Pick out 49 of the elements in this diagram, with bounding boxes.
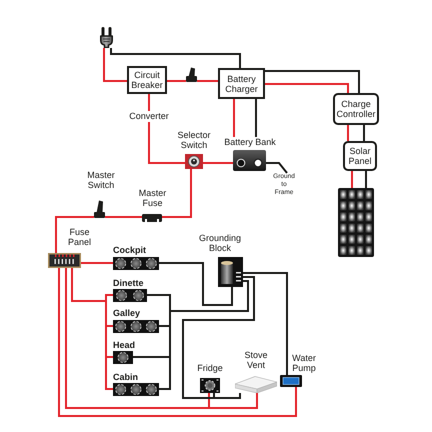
wire bbox=[266, 162, 288, 174]
wire bbox=[255, 99, 257, 137]
wire bbox=[162, 169, 192, 218]
location-label: Head bbox=[113, 340, 136, 350]
component-label: Battery Bank bbox=[223, 137, 277, 147]
wire bbox=[81, 262, 113, 264]
component-box: Charge Controller bbox=[333, 93, 379, 125]
component-label: Stove Vent bbox=[243, 350, 268, 370]
wire bbox=[71, 268, 113, 390]
wire bbox=[110, 48, 241, 68]
wire bbox=[265, 83, 349, 93]
component-box: Circuit Breaker bbox=[127, 66, 167, 94]
wire bbox=[233, 99, 235, 137]
wire bbox=[159, 262, 233, 306]
component-label: Converter bbox=[127, 111, 171, 122]
component-box: Solar Panel bbox=[343, 141, 377, 171]
solar-panel-icon bbox=[338, 188, 374, 257]
wire bbox=[197, 80, 218, 82]
wire bbox=[65, 268, 258, 409]
wire bbox=[105, 216, 142, 218]
wire bbox=[351, 171, 353, 188]
wire bbox=[365, 171, 367, 188]
location-label: Galley bbox=[113, 308, 142, 318]
component-label: Master Fuse bbox=[138, 188, 168, 208]
location-label: Dinette bbox=[113, 278, 145, 288]
component-label: Grounding Block bbox=[198, 233, 242, 253]
component-label: Selector Switch bbox=[176, 130, 212, 150]
wire bbox=[203, 162, 233, 164]
toggle-switch-icon bbox=[186, 67, 197, 82]
component-label: Master Switch bbox=[86, 170, 116, 190]
wire bbox=[55, 216, 94, 253]
component-label: Fuse Panel bbox=[66, 227, 92, 247]
wire bbox=[265, 70, 360, 93]
wire bbox=[159, 280, 249, 390]
plug-icon bbox=[100, 27, 113, 48]
wire bbox=[363, 125, 365, 141]
location-label: Cabin bbox=[113, 372, 140, 382]
wire bbox=[347, 125, 349, 141]
location-label: Cockpit bbox=[113, 245, 148, 255]
wire bbox=[182, 276, 255, 399]
wire bbox=[243, 272, 288, 375]
wire bbox=[148, 94, 150, 111]
component-label: Water Pump bbox=[291, 353, 317, 373]
component-box: Battery Charger bbox=[218, 68, 265, 99]
wire bbox=[148, 122, 185, 164]
wire bbox=[103, 48, 127, 82]
wire bbox=[58, 268, 297, 417]
wire bbox=[167, 80, 186, 82]
component-label: Fridge bbox=[196, 363, 224, 373]
